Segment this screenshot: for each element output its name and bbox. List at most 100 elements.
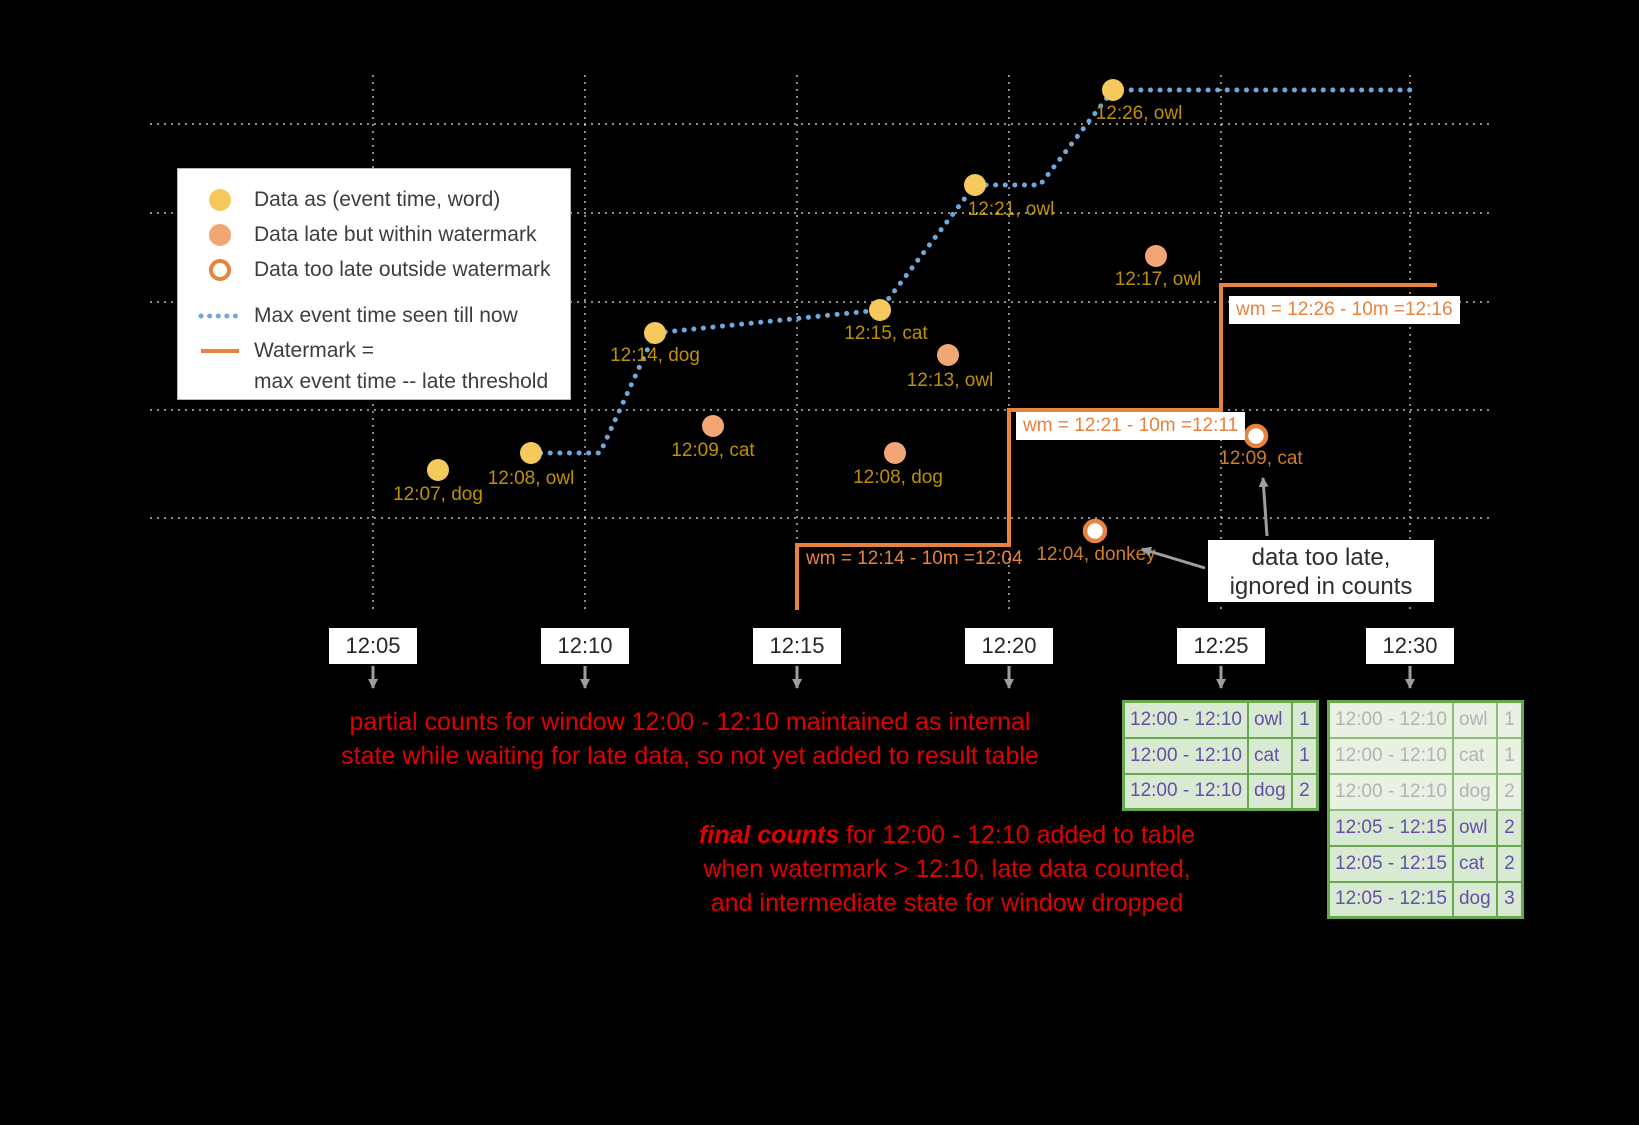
data-point-too-late: 12:04, donkey	[1036, 518, 1156, 565]
late-dot-icon	[884, 442, 906, 464]
legend-label: Watermark =	[254, 338, 374, 362]
window-cell: 12:00 - 12:10	[1122, 700, 1249, 739]
final-counts-line1-rest: for 12:00 - 12:10 added to table	[839, 821, 1196, 849]
point-label: 12:15, cat	[844, 323, 928, 344]
ontime-dot-icon	[964, 174, 986, 196]
ontime-dot-icon	[869, 299, 891, 321]
legend-item-ontime: Data as (event time, word)	[196, 182, 570, 217]
late-dot-icon	[209, 223, 231, 246]
partial-counts-line1: partial counts for window 12:00 - 12:10 …	[349, 708, 1031, 736]
table-row: 12:00 - 12:10 dog 2	[1122, 772, 1319, 811]
count-cell: 2	[1495, 772, 1524, 811]
too-late-callout-line1: data too late,	[1251, 544, 1391, 571]
window-cell: 12:00 - 12:10	[1327, 772, 1454, 811]
late-dot-icon	[702, 415, 724, 437]
table-row-dropped: 12:00 - 12:10 owl 1	[1327, 700, 1524, 739]
point-label: 12:09, cat	[1219, 448, 1303, 469]
count-cell: 2	[1495, 844, 1524, 883]
ontime-dot-icon	[427, 459, 449, 481]
point-label: 12:08, dog	[853, 467, 943, 488]
final-counts-emphasis: final counts	[698, 821, 840, 849]
count-cell: 1	[1495, 700, 1524, 739]
data-point-late: 12:13, owl	[907, 344, 994, 391]
legend-spacer	[196, 287, 570, 298]
window-cell: 12:05 - 12:15	[1327, 880, 1454, 919]
too-late-ring-icon	[1243, 423, 1269, 449]
axis-tick-1230: 12:30	[1366, 628, 1454, 664]
table-row-dropped: 12:00 - 12:10 cat 1	[1327, 736, 1524, 775]
watermark-line	[795, 283, 1437, 610]
word-cell: cat	[1246, 736, 1293, 775]
table-row-dropped: 12:00 - 12:10 dog 2	[1327, 772, 1524, 811]
legend-item-late: Data late but within watermark	[196, 217, 570, 252]
word-cell: dog	[1246, 772, 1293, 811]
count-cell: 2	[1495, 808, 1524, 847]
data-point-late: 12:09, cat	[671, 415, 755, 461]
point-label: 12:21, owl	[968, 199, 1055, 220]
late-dot-icon	[937, 344, 959, 366]
final-counts-line3: and intermediate state for window droppe…	[710, 889, 1184, 917]
axis-tick-1210: 12:10	[541, 628, 629, 664]
window-cell: 12:00 - 12:10	[1122, 772, 1249, 811]
data-point-late: 12:08, dog	[853, 442, 943, 488]
legend-label: Data as (event time, word)	[254, 187, 501, 211]
partial-counts-annotation: partial counts for window 12:00 - 12:10 …	[325, 705, 1055, 773]
result-table-1225: 12:00 - 12:10 owl 1 12:00 - 12:10 cat 1 …	[1122, 700, 1320, 811]
legend-label: Data late but within watermark	[254, 222, 537, 246]
point-label: 12:13, owl	[907, 370, 994, 391]
point-label: 12:04, donkey	[1036, 544, 1156, 565]
data-point-ontime: 12:14, dog	[610, 322, 700, 366]
point-label: 12:17, owl	[1115, 269, 1202, 290]
too-late-ring-icon	[209, 258, 231, 281]
max-event-line-icon	[198, 313, 242, 318]
table-row: 12:00 - 12:10 cat 1	[1122, 736, 1319, 775]
window-cell: 12:00 - 12:10	[1327, 736, 1454, 775]
final-counts-line1: final counts for 12:00 - 12:10 added to …	[687, 818, 1207, 852]
max-event-time-line	[528, 87, 1418, 456]
window-cell: 12:05 - 12:15	[1327, 844, 1454, 883]
too-late-arrow-donkey	[1141, 546, 1206, 570]
data-point-late: 12:17, owl	[1115, 245, 1202, 290]
ontime-dot-icon	[1102, 79, 1124, 101]
legend: Data as (event time, word) Data late but…	[177, 168, 571, 400]
data-point-ontime: 12:07, dog	[393, 459, 483, 505]
count-cell: 1	[1290, 700, 1319, 739]
word-cell: dog	[1451, 772, 1498, 811]
data-point-too-late: 12:09, cat	[1219, 423, 1303, 469]
count-cell: 1	[1290, 736, 1319, 775]
count-cell: 2	[1290, 772, 1319, 811]
table-row: 12:05 - 12:15 dog 3	[1327, 880, 1524, 919]
legend-label: Max event time seen till now	[254, 303, 518, 327]
data-point-ontime: 12:08, owl	[488, 442, 574, 489]
final-counts-line2: when watermark > 12:10, late data counte…	[703, 855, 1191, 883]
word-cell: owl	[1246, 700, 1293, 739]
word-cell: cat	[1451, 844, 1498, 883]
final-counts-annotation: final counts for 12:00 - 12:10 added to …	[687, 818, 1207, 920]
window-cell: 12:00 - 12:10	[1122, 736, 1249, 775]
point-label: 12:14, dog	[610, 345, 700, 366]
ontime-dot-icon	[520, 442, 542, 464]
watermark-label-1: wm = 12:14 - 10m =12:04	[806, 548, 1023, 569]
late-dot-icon	[1145, 245, 1167, 267]
word-cell: owl	[1451, 700, 1498, 739]
word-cell: owl	[1451, 808, 1498, 847]
watermark-line-icon	[201, 348, 239, 353]
too-late-ring-icon	[1082, 518, 1108, 544]
ontime-dot-icon	[209, 188, 231, 211]
axis-tick-1215: 12:15	[753, 628, 841, 664]
data-point-ontime: 12:26, owl	[1096, 79, 1183, 124]
legend-item-max-event-time: Max event time seen till now	[196, 298, 570, 333]
count-cell: 1	[1495, 736, 1524, 775]
legend-item-too-late: Data too late outside watermark	[196, 252, 570, 287]
partial-counts-line2: state while waiting for late data, so no…	[341, 742, 1039, 770]
legend-item-watermark: Watermark =	[196, 333, 570, 368]
point-label: 12:26, owl	[1096, 103, 1183, 124]
table-row: 12:00 - 12:10 owl 1	[1122, 700, 1319, 739]
axis-tick-1220: 12:20	[965, 628, 1053, 664]
watermark-label-3: wm = 12:26 - 10m =12:16	[1229, 296, 1460, 324]
ontime-dot-icon	[644, 322, 666, 344]
table-row: 12:05 - 12:15 cat 2	[1327, 844, 1524, 883]
word-cell: dog	[1451, 880, 1498, 919]
axis-tick-1225: 12:25	[1177, 628, 1265, 664]
